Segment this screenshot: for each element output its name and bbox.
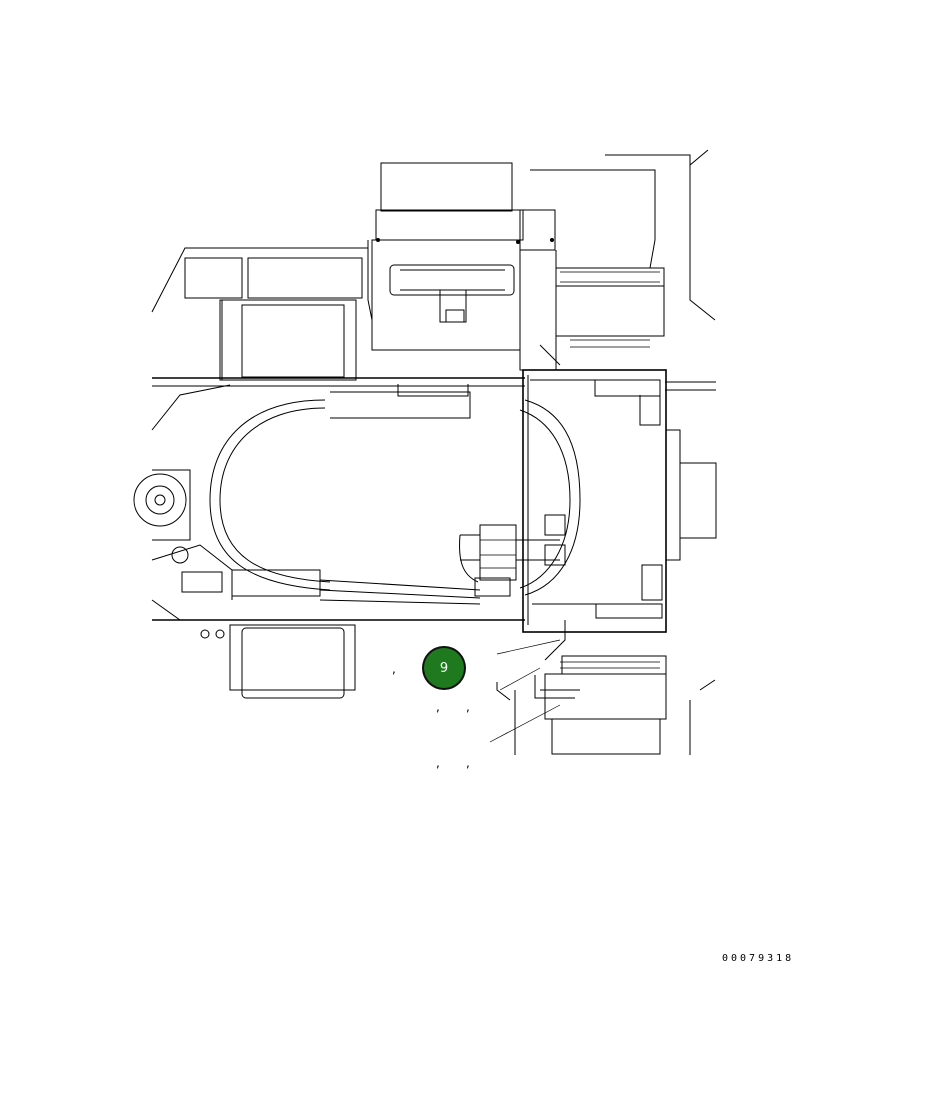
leader-lines: [489, 639, 561, 743]
hose-loop: [209, 399, 581, 596]
separator-2: ,: [422, 662, 426, 676]
hydraulic-valves: [459, 514, 566, 597]
top-center-box: [367, 162, 554, 351]
bottom-right-drum: [496, 620, 716, 755]
separator-5: ,: [436, 756, 440, 770]
separator-3: ,: [436, 700, 440, 714]
callout-balloon-icon: 9: [424, 648, 464, 688]
callout-label: 9: [439, 660, 449, 676]
separator-6: ,: [466, 756, 470, 770]
lower-left-component: [152, 569, 525, 699]
drawing-number: 00079318: [722, 953, 795, 964]
separator-1: ,: [392, 662, 396, 676]
right-upper-structure: [519, 149, 716, 371]
main-frame-rails: [152, 377, 716, 419]
left-body: [151, 247, 369, 381]
separator-4: ,: [466, 700, 470, 714]
right-frame-box: [522, 369, 717, 633]
left-lower-arm: [133, 384, 233, 639]
